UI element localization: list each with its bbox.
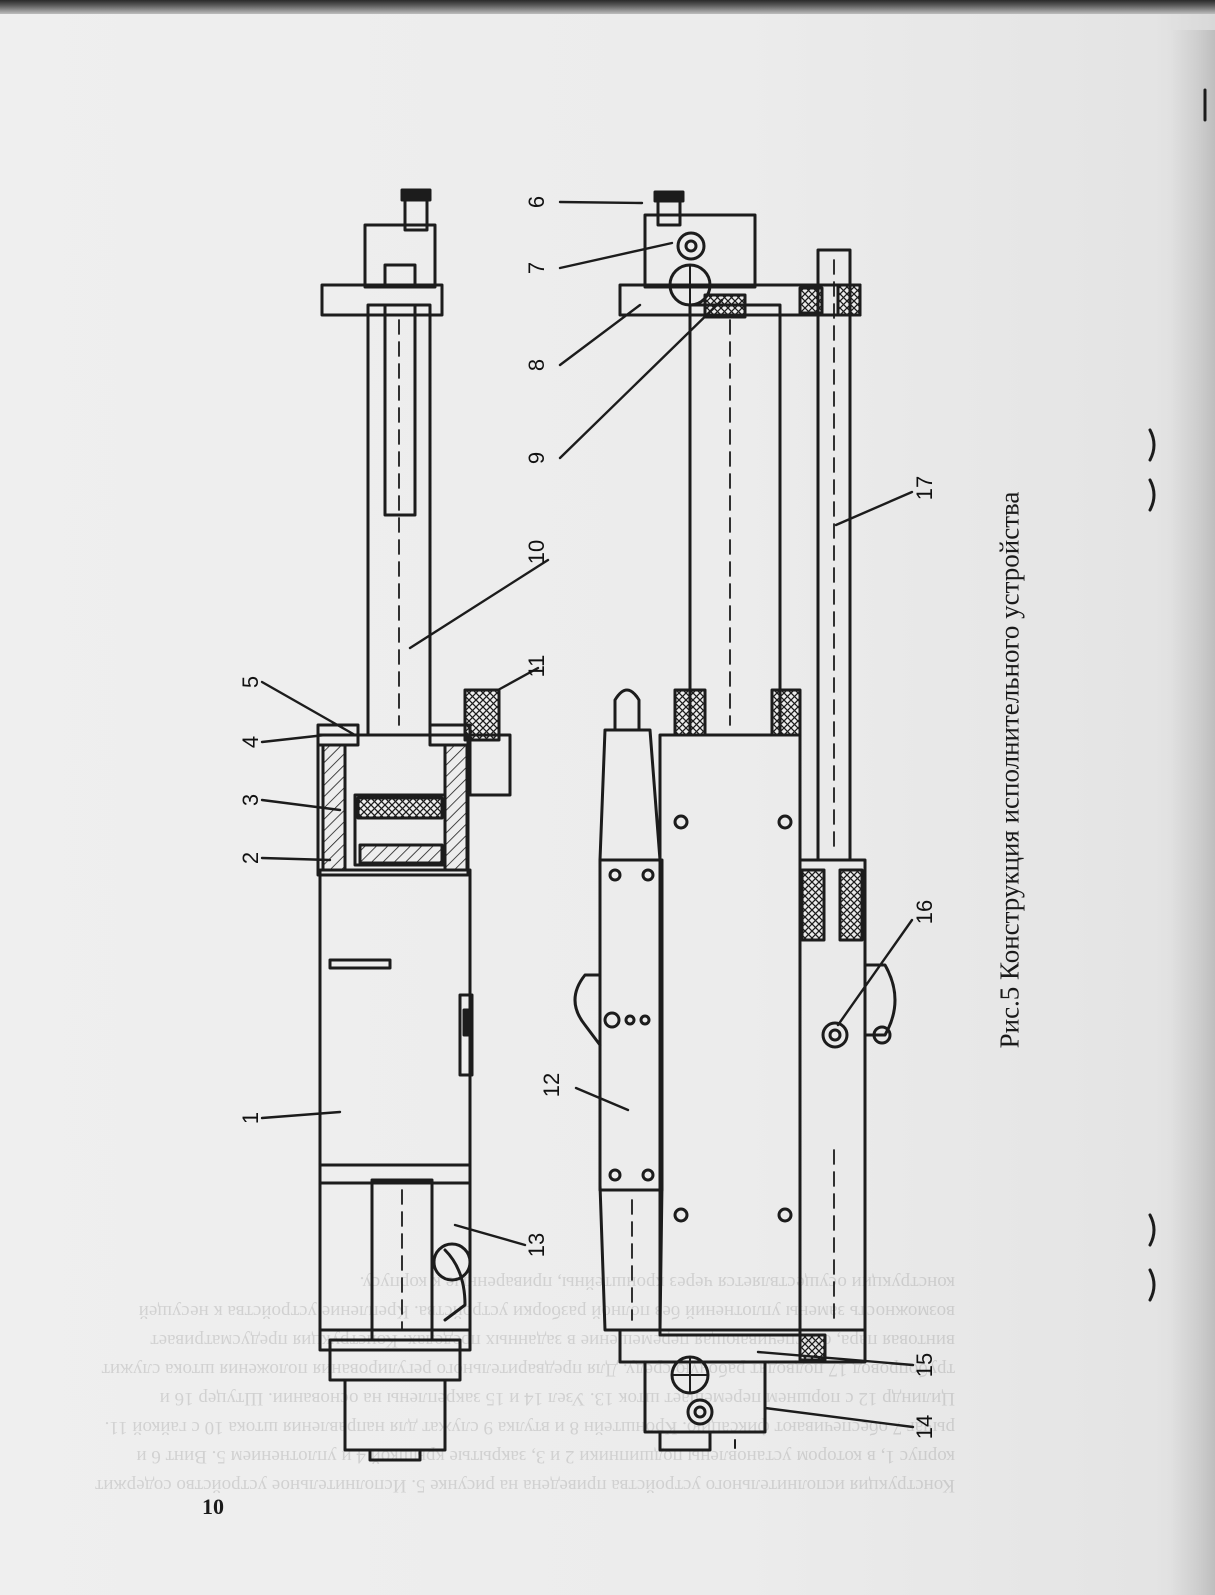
page-number: 10: [202, 1494, 224, 1519]
part-label-7: 7: [524, 262, 549, 274]
page-top-edge: [0, 0, 1215, 14]
part-label-5: 5: [238, 676, 263, 688]
upper-end-block: [320, 188, 444, 317]
part-label-2: 2: [238, 852, 263, 864]
part-label-13: 13: [524, 1233, 549, 1257]
part-label-10: 10: [524, 540, 549, 564]
part-label-1: 1: [238, 1112, 263, 1124]
bottom-cross-bracket: [618, 1328, 867, 1452]
part-label-15: 15: [912, 1353, 937, 1377]
part-label-11: 11: [524, 655, 549, 678]
part-label-8: 8: [524, 359, 549, 371]
upper-piston-rod: [366, 303, 432, 737]
part-label-12: 12: [539, 1073, 564, 1097]
part-labels: 1 2 3 4 5 6 7 8 9 10 11 12 13 14 15 16 1…: [238, 196, 937, 1439]
part-label-17: 17: [912, 476, 937, 500]
lower-rod-fitting: [328, 1178, 472, 1462]
binding-marks: [1148, 88, 1207, 1302]
top-cross-bracket: [618, 190, 862, 317]
part-label-4: 4: [238, 736, 263, 748]
part-label-3: 3: [238, 794, 263, 806]
upper-cylinder: [316, 688, 512, 1352]
lower-body: [658, 248, 897, 1337]
middle-cylinder: [573, 688, 664, 1332]
part-label-6: 6: [524, 196, 549, 208]
figure-caption-text: Рис.5 Конструкция исполнительного устрой…: [994, 491, 1025, 1049]
leader-lines: [260, 200, 915, 1429]
part-label-9: 9: [524, 452, 549, 464]
part-label-14: 14: [912, 1415, 937, 1439]
part-label-16: 16: [912, 900, 937, 924]
page-binding-shadow: [1170, 30, 1215, 1595]
